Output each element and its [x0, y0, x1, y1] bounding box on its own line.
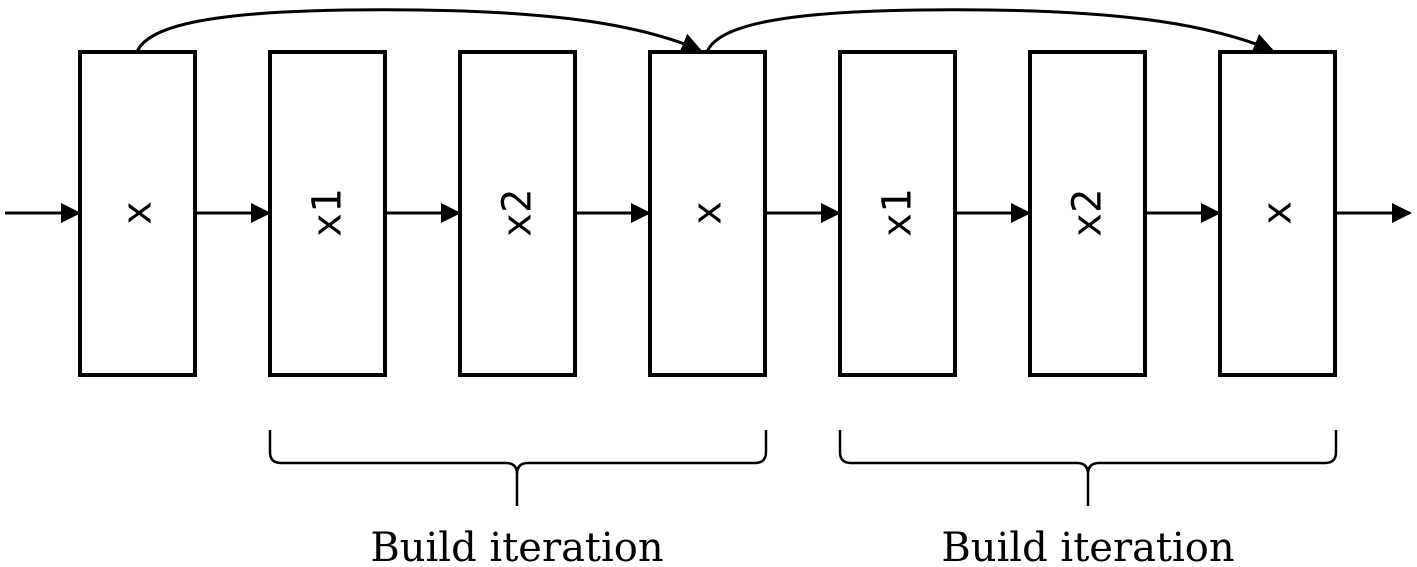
node-label: x1 — [875, 189, 921, 237]
node-box: x — [648, 50, 767, 377]
skip-connection-arc — [705, 8, 1274, 53]
node-box: x — [1218, 50, 1337, 377]
node-label: x2 — [495, 189, 541, 237]
group-label: Build iteration — [370, 525, 663, 567]
node-label: x1 — [305, 189, 351, 237]
skip-connection-arc — [135, 8, 702, 53]
node-label: x2 — [1065, 189, 1111, 237]
node-box: x1 — [268, 50, 387, 377]
node-box: x2 — [1028, 50, 1147, 377]
node-label: x — [1255, 201, 1301, 225]
node-box: x1 — [838, 50, 957, 377]
group-label: Build iteration — [941, 525, 1234, 567]
group-brace — [268, 430, 768, 506]
group-brace — [838, 430, 1338, 506]
node-label: x — [115, 201, 161, 225]
node-box: x — [78, 50, 197, 377]
node-box: x2 — [458, 50, 577, 377]
node-label: x — [685, 201, 731, 225]
